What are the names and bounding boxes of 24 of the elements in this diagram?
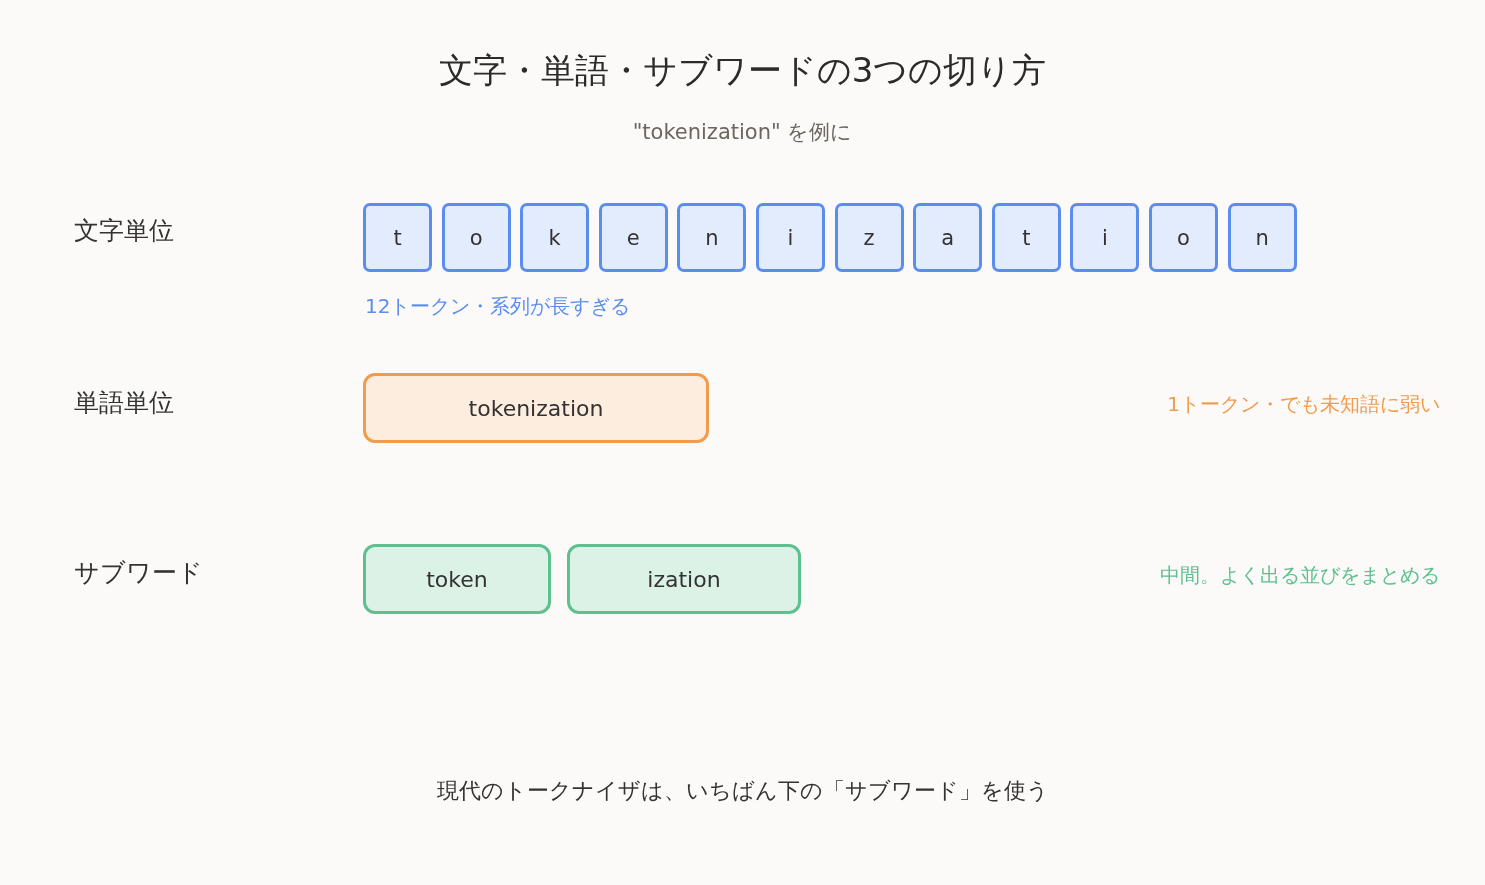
word-token-box: tokenization <box>363 373 709 443</box>
character-token-box: e <box>598 203 668 272</box>
character-token-box: o <box>441 203 511 272</box>
character-token-box: t <box>363 203 432 272</box>
subword-token-box: token <box>363 544 551 614</box>
diagram-title: 文字・単語・サブワードの3つの切り方 <box>438 50 1047 91</box>
row-label: 文字単位 <box>74 216 174 246</box>
character-token-box: z <box>834 203 904 272</box>
character-token-box: k <box>520 203 590 272</box>
character-token-box: a <box>913 203 983 272</box>
character-token-box: n <box>1227 203 1297 272</box>
row-label: サブワード <box>74 558 203 588</box>
caption: 現代のトークナイザは、いちばん下の「サブワード」を使う <box>436 778 1049 805</box>
character-token-box: t <box>991 203 1061 272</box>
note-text: 12トークン・系列が長すぎる <box>365 294 631 318</box>
character-token-box: o <box>1149 203 1218 272</box>
character-token-box: i <box>1070 203 1140 272</box>
row-label: 単語単位 <box>74 388 174 418</box>
character-token-box: n <box>677 203 747 272</box>
note-text: 1トークン・でも未知語に弱い <box>1167 392 1440 416</box>
subword-token-box: ization <box>567 544 801 614</box>
subtitle: "tokenization" を例に <box>632 120 853 146</box>
character-token-box: i <box>756 203 825 272</box>
note-text: 中間。よく出る並びをまとめる <box>1160 563 1440 587</box>
